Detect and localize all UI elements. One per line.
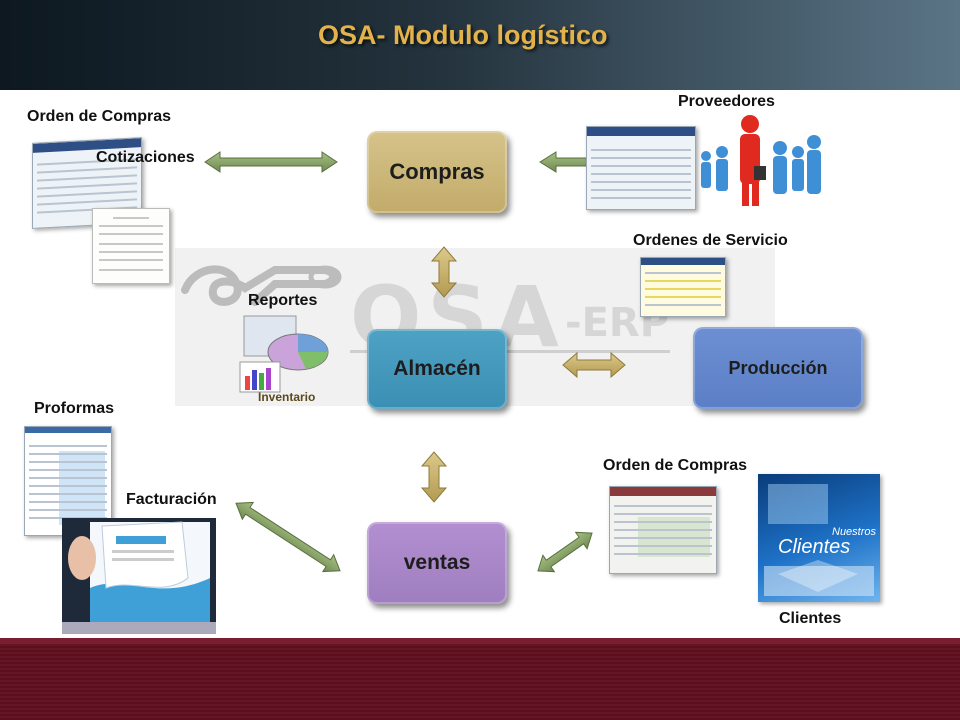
label-reportes: Reportes: [248, 292, 318, 309]
reports-chart-icon: [239, 315, 329, 393]
label-inventario: Inventario: [258, 390, 316, 404]
label-nuestros: Nuestros: [832, 526, 877, 538]
people-icon: [701, 115, 821, 206]
screenshot-ordenes-servicio: [640, 257, 726, 317]
label-cotizaciones: Cotizaciones: [96, 149, 195, 166]
header-band: [0, 0, 960, 90]
spreadsheet-proformas: [24, 426, 112, 536]
label-proformas: Proformas: [34, 400, 115, 417]
invoice-laptop-image: [62, 518, 216, 634]
arrow-facturacion-ventas: [235, 501, 341, 573]
page-title: OSA- Modulo logístico: [318, 20, 608, 50]
document-cotizacion: [92, 208, 170, 284]
footer-top-edge: [0, 638, 960, 644]
arrow-cotizaciones-compras: [204, 151, 338, 173]
screenshot-orden-compras-ventas: [609, 486, 717, 574]
module-produccion[interactable]: Producción: [693, 327, 863, 409]
arrow-almacen-ventas: [420, 451, 448, 503]
label-orden-compras-bottom: Orden de Compras: [603, 457, 748, 474]
module-compras[interactable]: Compras: [367, 131, 507, 213]
arrow-almacen-produccion: [562, 351, 626, 379]
watermark-logo-swirl: [181, 265, 342, 306]
label-orden-compras-top: Orden de Compras: [27, 108, 172, 125]
label-clientes: Clientes: [779, 610, 842, 627]
footer-band: [0, 638, 960, 720]
label-ordenes-servicio: Ordenes de Servicio: [633, 232, 788, 249]
label-facturacion: Facturación: [126, 491, 217, 508]
module-almacen[interactable]: Almacén: [367, 329, 507, 409]
label-clientes-banner: Clientes: [778, 536, 851, 558]
arrow-proveedores-compras: [539, 151, 591, 173]
label-proveedores: Proveedores: [678, 93, 775, 110]
module-ventas[interactable]: ventas: [367, 522, 507, 604]
arrow-compras-almacen: [430, 246, 458, 298]
keyboard-hand-icon: [764, 484, 874, 596]
watermark-underline: [350, 350, 670, 353]
arrow-ventas-ordencompras: [537, 531, 593, 573]
screenshot-proveedores: [586, 126, 696, 210]
